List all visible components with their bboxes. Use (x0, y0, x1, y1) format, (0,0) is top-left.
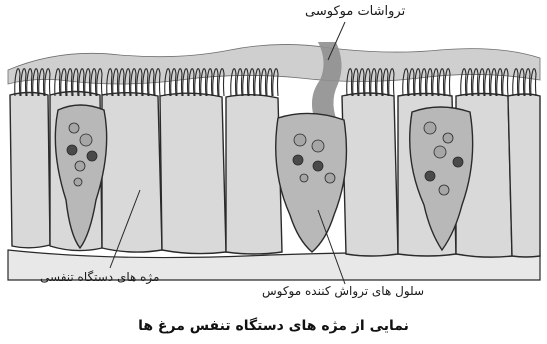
granule (424, 122, 436, 134)
goblet-cell (276, 113, 347, 252)
figure-caption: نمایی از مژه های دستگاه تنفس مرغ ها (0, 318, 547, 334)
granule (453, 157, 463, 167)
ciliated-cell (10, 93, 50, 248)
granule (443, 133, 453, 143)
granule (294, 134, 306, 146)
granule (80, 134, 92, 146)
granule (74, 178, 82, 186)
ciliated-cell (226, 95, 282, 254)
label-mucus-secretion: ترواشات موکوسی (305, 4, 405, 19)
granule (325, 173, 335, 183)
label-respiratory-cilia: مژه های دستگاه تنفسی (40, 270, 159, 284)
granule (439, 185, 449, 195)
ciliated-cell (342, 93, 398, 256)
granule (300, 174, 308, 182)
granule (75, 161, 85, 171)
ciliated-cell (160, 93, 226, 253)
granule (434, 146, 446, 158)
granule (312, 140, 324, 152)
granule (293, 155, 303, 165)
granule (87, 151, 97, 161)
mucus-layer (8, 44, 540, 84)
granule (67, 145, 77, 155)
ciliated-cell (102, 93, 162, 252)
label-goblet-cells: سلول های ترواش کننده موکوس (262, 284, 424, 298)
granule (425, 171, 435, 181)
granule (313, 161, 323, 171)
ciliated-cell (508, 94, 540, 257)
granule (69, 123, 79, 133)
